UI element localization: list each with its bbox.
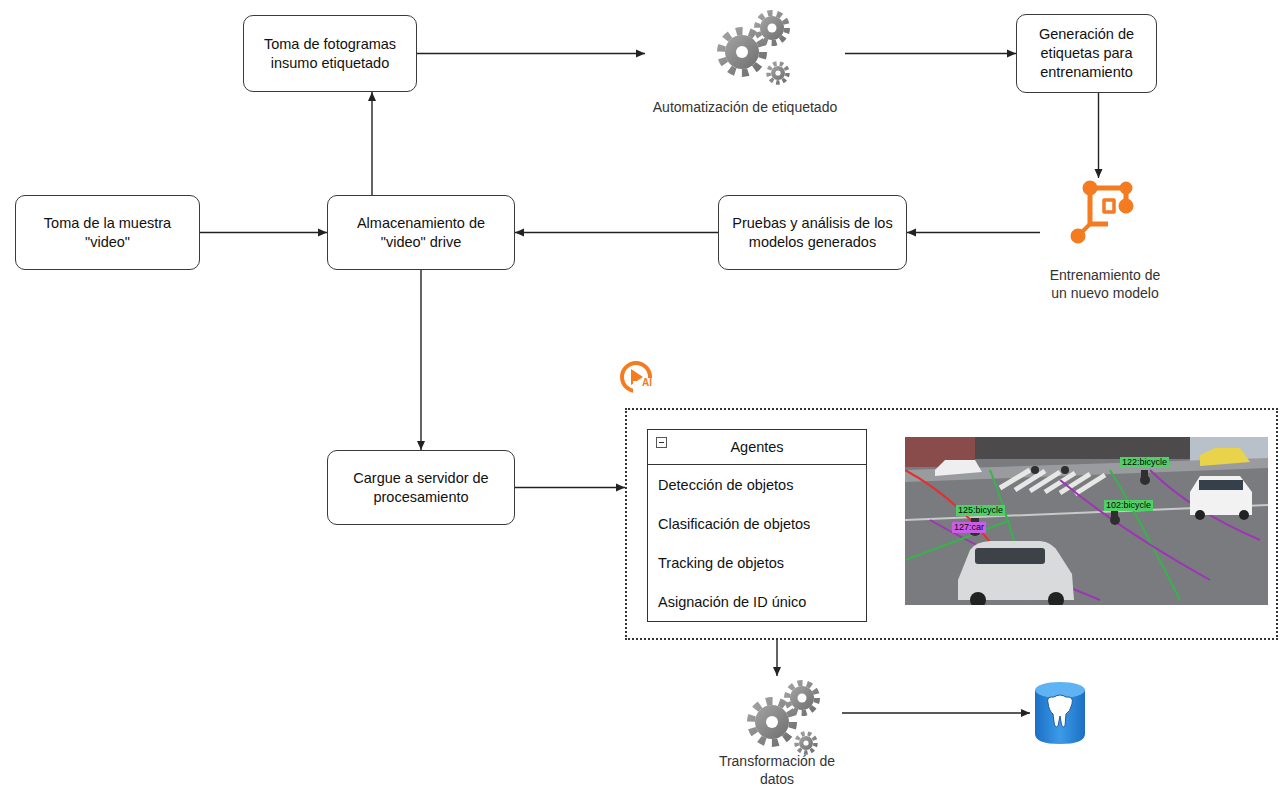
flow-arrow: [907, 232, 1040, 233]
node-text: Toma de fotogramas insumo etiquetado: [252, 35, 408, 73]
text-wrap: Toma de fotogramas insumo etiquetado: [244, 29, 416, 79]
flow-arrow: [515, 487, 625, 488]
table-row: Asignación de ID único: [648, 582, 866, 621]
node-text: Toma de la muestra "video": [24, 214, 191, 252]
database-icon: [1035, 682, 1085, 744]
text-wrap: Toma de la muestra "video": [16, 208, 199, 258]
text-wrap: Automatización de etiquetado: [651, 98, 839, 116]
table-row: Detección de objetos: [648, 465, 866, 504]
collapse-icon: [656, 437, 667, 448]
database-node: [1030, 678, 1092, 748]
flow-arrow: [776, 640, 777, 676]
node-text: Transformación de datos: [714, 752, 840, 788]
text-wrap: Entrenamiento de un nuevo modelo: [1040, 266, 1170, 302]
icon-label: AI: [641, 378, 653, 388]
process-box: Cargue a servidor de procesamiento: [327, 450, 515, 525]
node-text: Pruebas y análisis de los modelos genera…: [727, 214, 898, 252]
node-text: Generación de etiquetas para entrenamien…: [1025, 25, 1148, 82]
flow-arrow: [842, 712, 1030, 713]
table-row: Clasificación de objetos: [648, 504, 866, 543]
icon-node: Automatización de etiquetado: [645, 10, 845, 116]
process-box: Pruebas y análisis de los modelos genera…: [718, 195, 907, 270]
gear-icon: [721, 13, 788, 83]
icon-node: Transformación de datos: [712, 676, 842, 788]
training-icon: [1073, 183, 1131, 241]
detection-label: 127:car: [952, 522, 986, 533]
flow-arrow: [417, 53, 645, 54]
node-text: Automatización de etiquetado: [653, 98, 837, 116]
node-text: Entrenamiento de un nuevo modelo: [1042, 266, 1168, 302]
text-wrap: Generación de etiquetas para entrenamien…: [1017, 19, 1156, 88]
text-wrap: Transformación de datos: [712, 752, 842, 788]
process-box: Generación de etiquetas para entrenamien…: [1016, 14, 1157, 93]
node-text: Cargue a servidor de procesamiento: [336, 469, 506, 507]
ai-icon: [622, 363, 655, 395]
text-wrap: Pruebas y análisis de los modelos genera…: [719, 208, 906, 258]
flow-arrow: [371, 92, 372, 195]
table-row: Tracking de objetos: [648, 543, 866, 582]
node-text: Almacenamiento de "video" drive: [336, 214, 506, 252]
detection-label: 102:bicycle: [1104, 500, 1153, 511]
flow-arrow: [200, 232, 327, 233]
detection-label: 122:bicycle: [1120, 457, 1169, 468]
flow-arrow: [420, 270, 421, 450]
flow-arrow: [515, 232, 718, 233]
gear-icon: [751, 683, 817, 753]
table-title: Agentes: [730, 439, 783, 455]
traffic-photo: [905, 437, 1268, 608]
agent-table: AgentesDetección de objetosClasificación…: [647, 429, 867, 622]
process-box: Almacenamiento de "video" drive: [327, 195, 515, 270]
text-wrap: Almacenamiento de "video" drive: [328, 208, 514, 258]
table-header: Agentes: [648, 430, 866, 465]
flow-arrow: [845, 53, 1016, 54]
flow-arrow: [1098, 93, 1099, 178]
text-wrap: Cargue a servidor de procesamiento: [328, 463, 514, 513]
icon-node: Entrenamiento de un nuevo modelo: [1040, 178, 1170, 302]
process-box: Toma de fotogramas insumo etiquetado: [243, 15, 417, 92]
process-box: Toma de la muestra "video": [15, 195, 200, 270]
detection-label: 125:bicycle: [956, 505, 1005, 516]
